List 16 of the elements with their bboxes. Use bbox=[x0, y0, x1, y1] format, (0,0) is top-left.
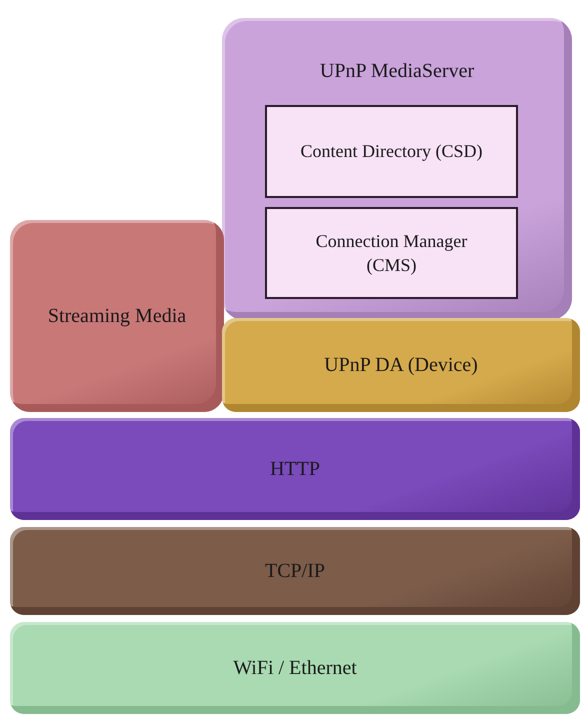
service-box bbox=[265, 207, 518, 299]
layer-label: Connection Manager (CMS) bbox=[314, 230, 468, 277]
layer-label: WiFi / Ethernet bbox=[233, 656, 357, 680]
layer-label: Content Directory (CSD) bbox=[300, 140, 482, 164]
layer-block bbox=[222, 318, 580, 412]
layer-block bbox=[10, 220, 224, 412]
layer-label: TCP/IP bbox=[264, 558, 326, 584]
layer-label: UPnP DA (Device) bbox=[324, 352, 478, 378]
layer-block bbox=[10, 527, 580, 615]
layer-block bbox=[222, 18, 572, 320]
service-box bbox=[265, 105, 518, 198]
layer-block bbox=[10, 418, 580, 520]
layer-label: Streaming Media bbox=[48, 304, 186, 328]
block-title: UPnP MediaServer bbox=[320, 59, 474, 84]
layer-block bbox=[10, 622, 580, 714]
layer-label: HTTP bbox=[270, 456, 320, 482]
